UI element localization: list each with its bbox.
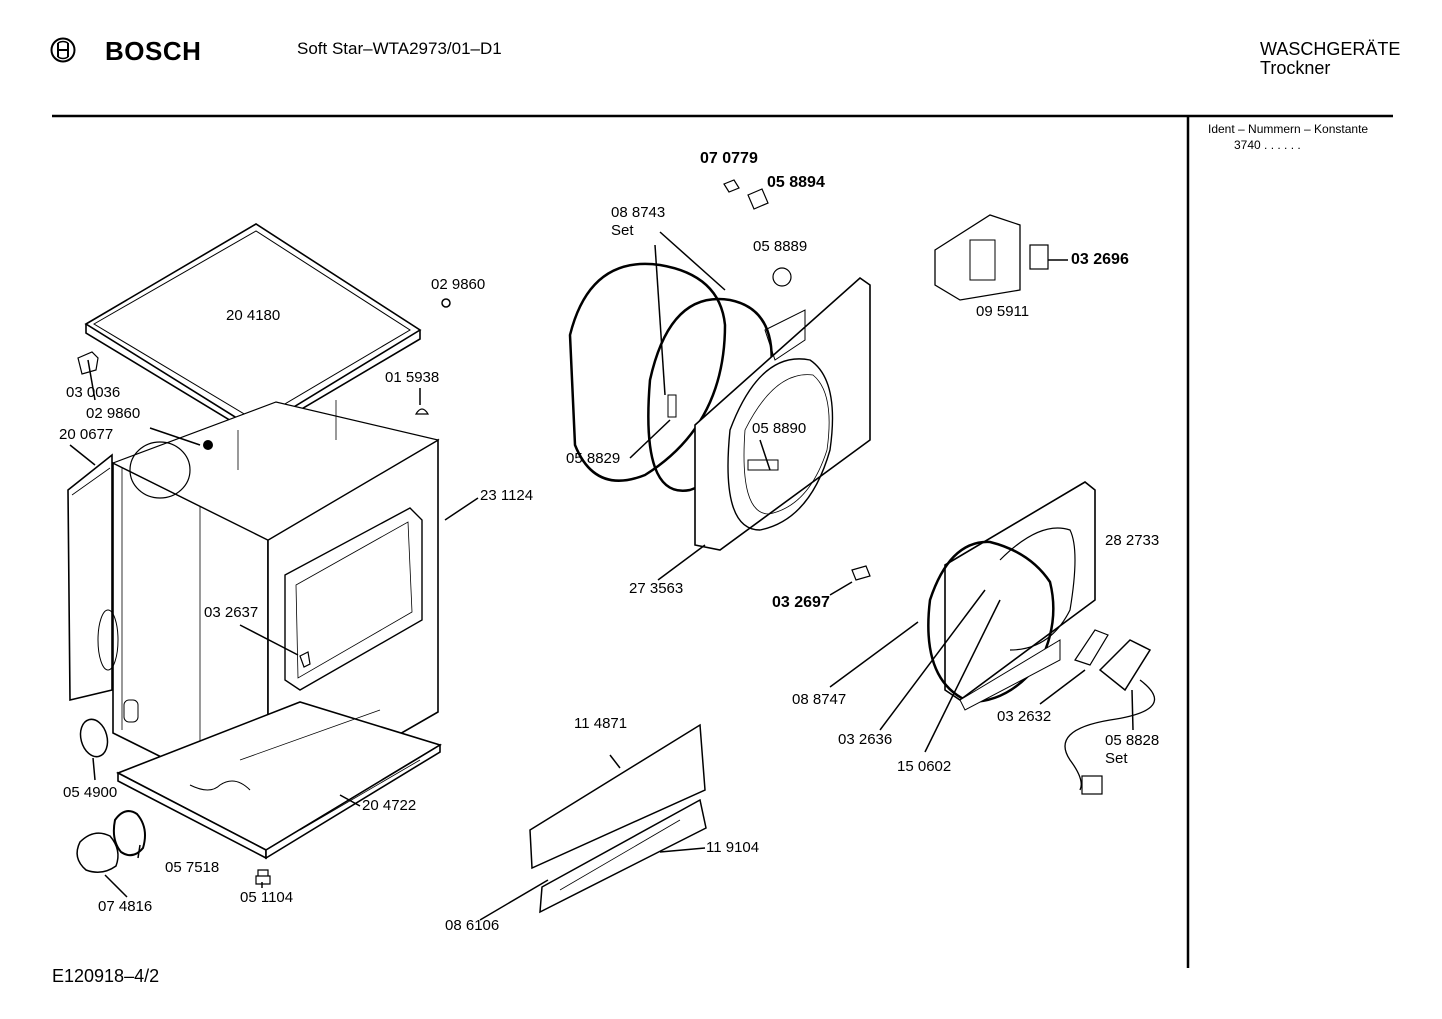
part-label-032632: 03 2632	[997, 708, 1052, 725]
switch-assembly-shape	[934, 214, 1049, 301]
part-label-032637: 03 2637	[204, 604, 259, 621]
part-label-204180: 20 4180	[226, 307, 281, 324]
part-label-088747: 08 8747	[792, 691, 847, 708]
part-label-119104: 11 9104	[706, 839, 760, 856]
part-label-032696: 03 2696	[1071, 251, 1129, 268]
part-label-032697: 03 2697	[772, 594, 830, 611]
part-label-086106: 08 6106	[445, 917, 500, 934]
part-label-231124: 23 1124	[480, 487, 534, 504]
ring-057518-shape	[112, 810, 146, 857]
part-label-058894: 05 8894	[767, 174, 825, 191]
ident-value: 3740 . . . . . .	[1234, 138, 1301, 152]
part-label-058829: 05 8829	[566, 450, 621, 467]
part-label-057518: 05 7518	[165, 859, 220, 876]
part-label-088743-set: Set	[611, 222, 634, 239]
part-label-030036: 03 0036	[66, 384, 121, 401]
part-label-273563: 27 3563	[629, 580, 684, 597]
part-label-150602: 15 0602	[897, 758, 952, 775]
part-label-114871: 11 4871	[574, 715, 628, 732]
part-label-051104: 05 1104	[240, 889, 294, 906]
category-title: WASCHGERÄTE	[1260, 39, 1401, 59]
part-label-015938: 01 5938	[385, 369, 440, 386]
part-label-070779: 07 0779	[700, 150, 758, 167]
lamp-070779-shape	[723, 179, 740, 193]
control-panel-shape	[529, 723, 707, 914]
part-label-029860-top: 02 9860	[431, 276, 486, 293]
bushing-058889-shape	[772, 267, 792, 287]
ident-title: Ident – Nummern – Konstante	[1208, 122, 1369, 136]
part-label-029860-side: 02 9860	[86, 405, 141, 422]
part-label-058828: 05 8828	[1105, 732, 1160, 749]
leader-lines	[69, 231, 1134, 921]
part-label-095911: 09 5911	[976, 303, 1030, 320]
cap-015938-shape	[414, 408, 430, 415]
part-label-282733: 28 2733	[1105, 532, 1160, 549]
part-label-074816: 07 4816	[98, 898, 153, 915]
subcategory-title: Trockner	[1260, 58, 1331, 78]
part-label-058890: 05 8890	[752, 420, 807, 437]
part-label-058889: 05 8889	[753, 238, 808, 255]
brand-name: BOSCH	[105, 36, 202, 66]
drawing-id: E120918–4/2	[52, 966, 160, 986]
handle-shape	[1064, 629, 1156, 795]
seal-054900-shape	[79, 718, 109, 758]
bosch-logo-icon	[50, 37, 76, 63]
part-label-032636: 03 2636	[838, 731, 893, 748]
part-label-088743: 08 8743	[611, 204, 666, 221]
plug-029860-shape	[441, 298, 451, 308]
part-label-200677: 20 0677	[59, 426, 114, 443]
model-title: Soft Star–WTA2973/01–D1	[297, 39, 502, 58]
part-label-054900: 05 4900	[63, 784, 118, 801]
part-label-204722: 20 4722	[362, 797, 417, 814]
bulb-058894-shape	[747, 188, 769, 210]
connector-032697-shape	[851, 565, 871, 581]
back-panel-shape	[67, 440, 213, 702]
front-panel-shape	[694, 276, 871, 551]
clip-032637-shape	[299, 651, 311, 668]
foot-051104-shape	[255, 869, 271, 885]
door-frame-shape	[927, 481, 1096, 711]
part-label-058828-set: Set	[1105, 750, 1128, 767]
knob-074816-shape	[76, 832, 119, 873]
